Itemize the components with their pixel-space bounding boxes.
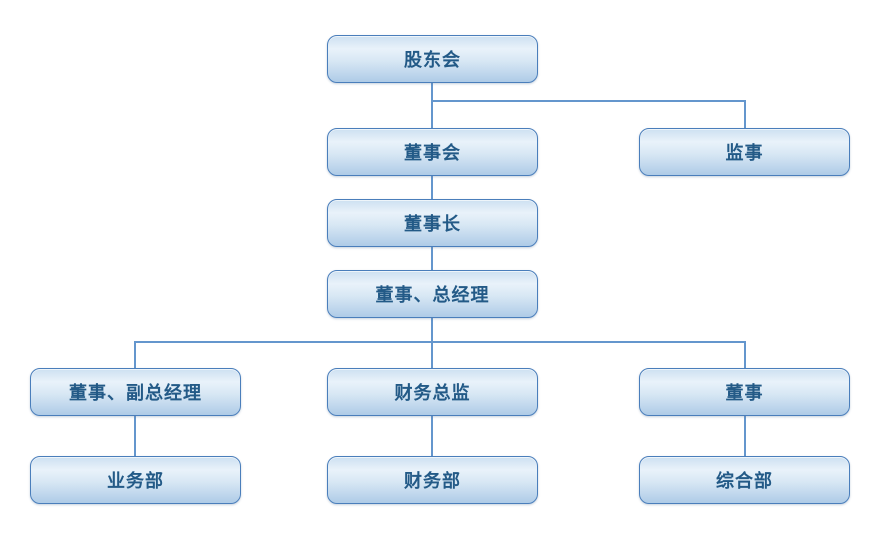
org-node-label: 董事、副总经理 bbox=[69, 383, 202, 404]
org-node-label: 董事 bbox=[725, 383, 764, 404]
org-node-label: 董事、总经理 bbox=[375, 285, 490, 306]
org-node-chairman: 董事长 bbox=[327, 199, 538, 247]
org-node-board-of-directors: 董事会 bbox=[327, 128, 538, 176]
org-node-business-department: 业务部 bbox=[30, 456, 241, 504]
connector-board-chairman bbox=[431, 176, 433, 199]
connector-cfo-finance bbox=[431, 416, 433, 456]
org-node-label: 财务总监 bbox=[394, 383, 471, 404]
org-node-shareholders-meeting: 股东会 bbox=[327, 35, 538, 83]
org-node-general-affairs-department: 综合部 bbox=[639, 456, 850, 504]
connector-shareholders-supervisor-horizontal bbox=[431, 100, 746, 102]
org-node-label: 综合部 bbox=[716, 471, 773, 492]
connector-supervisor-drop bbox=[744, 100, 746, 128]
org-node-label: 监事 bbox=[725, 143, 764, 164]
connector-chairman-gm bbox=[431, 247, 433, 270]
org-node-label: 董事长 bbox=[404, 214, 461, 235]
connector-gm-children-bus bbox=[134, 341, 746, 343]
org-node-supervisor: 监事 bbox=[639, 128, 850, 176]
org-node-label: 财务部 bbox=[404, 471, 461, 492]
connector-director-drop bbox=[744, 341, 746, 368]
connector-gm-down bbox=[431, 318, 433, 368]
org-node-finance-department: 财务部 bbox=[327, 456, 538, 504]
org-node-director: 董事 bbox=[639, 368, 850, 416]
connector-shareholders-board bbox=[431, 83, 433, 128]
connector-deputy-business bbox=[134, 416, 136, 456]
org-node-financial-controller: 财务总监 bbox=[327, 368, 538, 416]
org-node-label: 股东会 bbox=[404, 50, 461, 71]
org-node-director-deputy-general-manager: 董事、副总经理 bbox=[30, 368, 241, 416]
org-node-director-general-manager: 董事、总经理 bbox=[327, 270, 538, 318]
connector-deputy-gm-drop bbox=[134, 341, 136, 368]
org-node-label: 业务部 bbox=[107, 471, 164, 492]
org-node-label: 董事会 bbox=[404, 143, 461, 164]
connector-director-general bbox=[744, 416, 746, 456]
